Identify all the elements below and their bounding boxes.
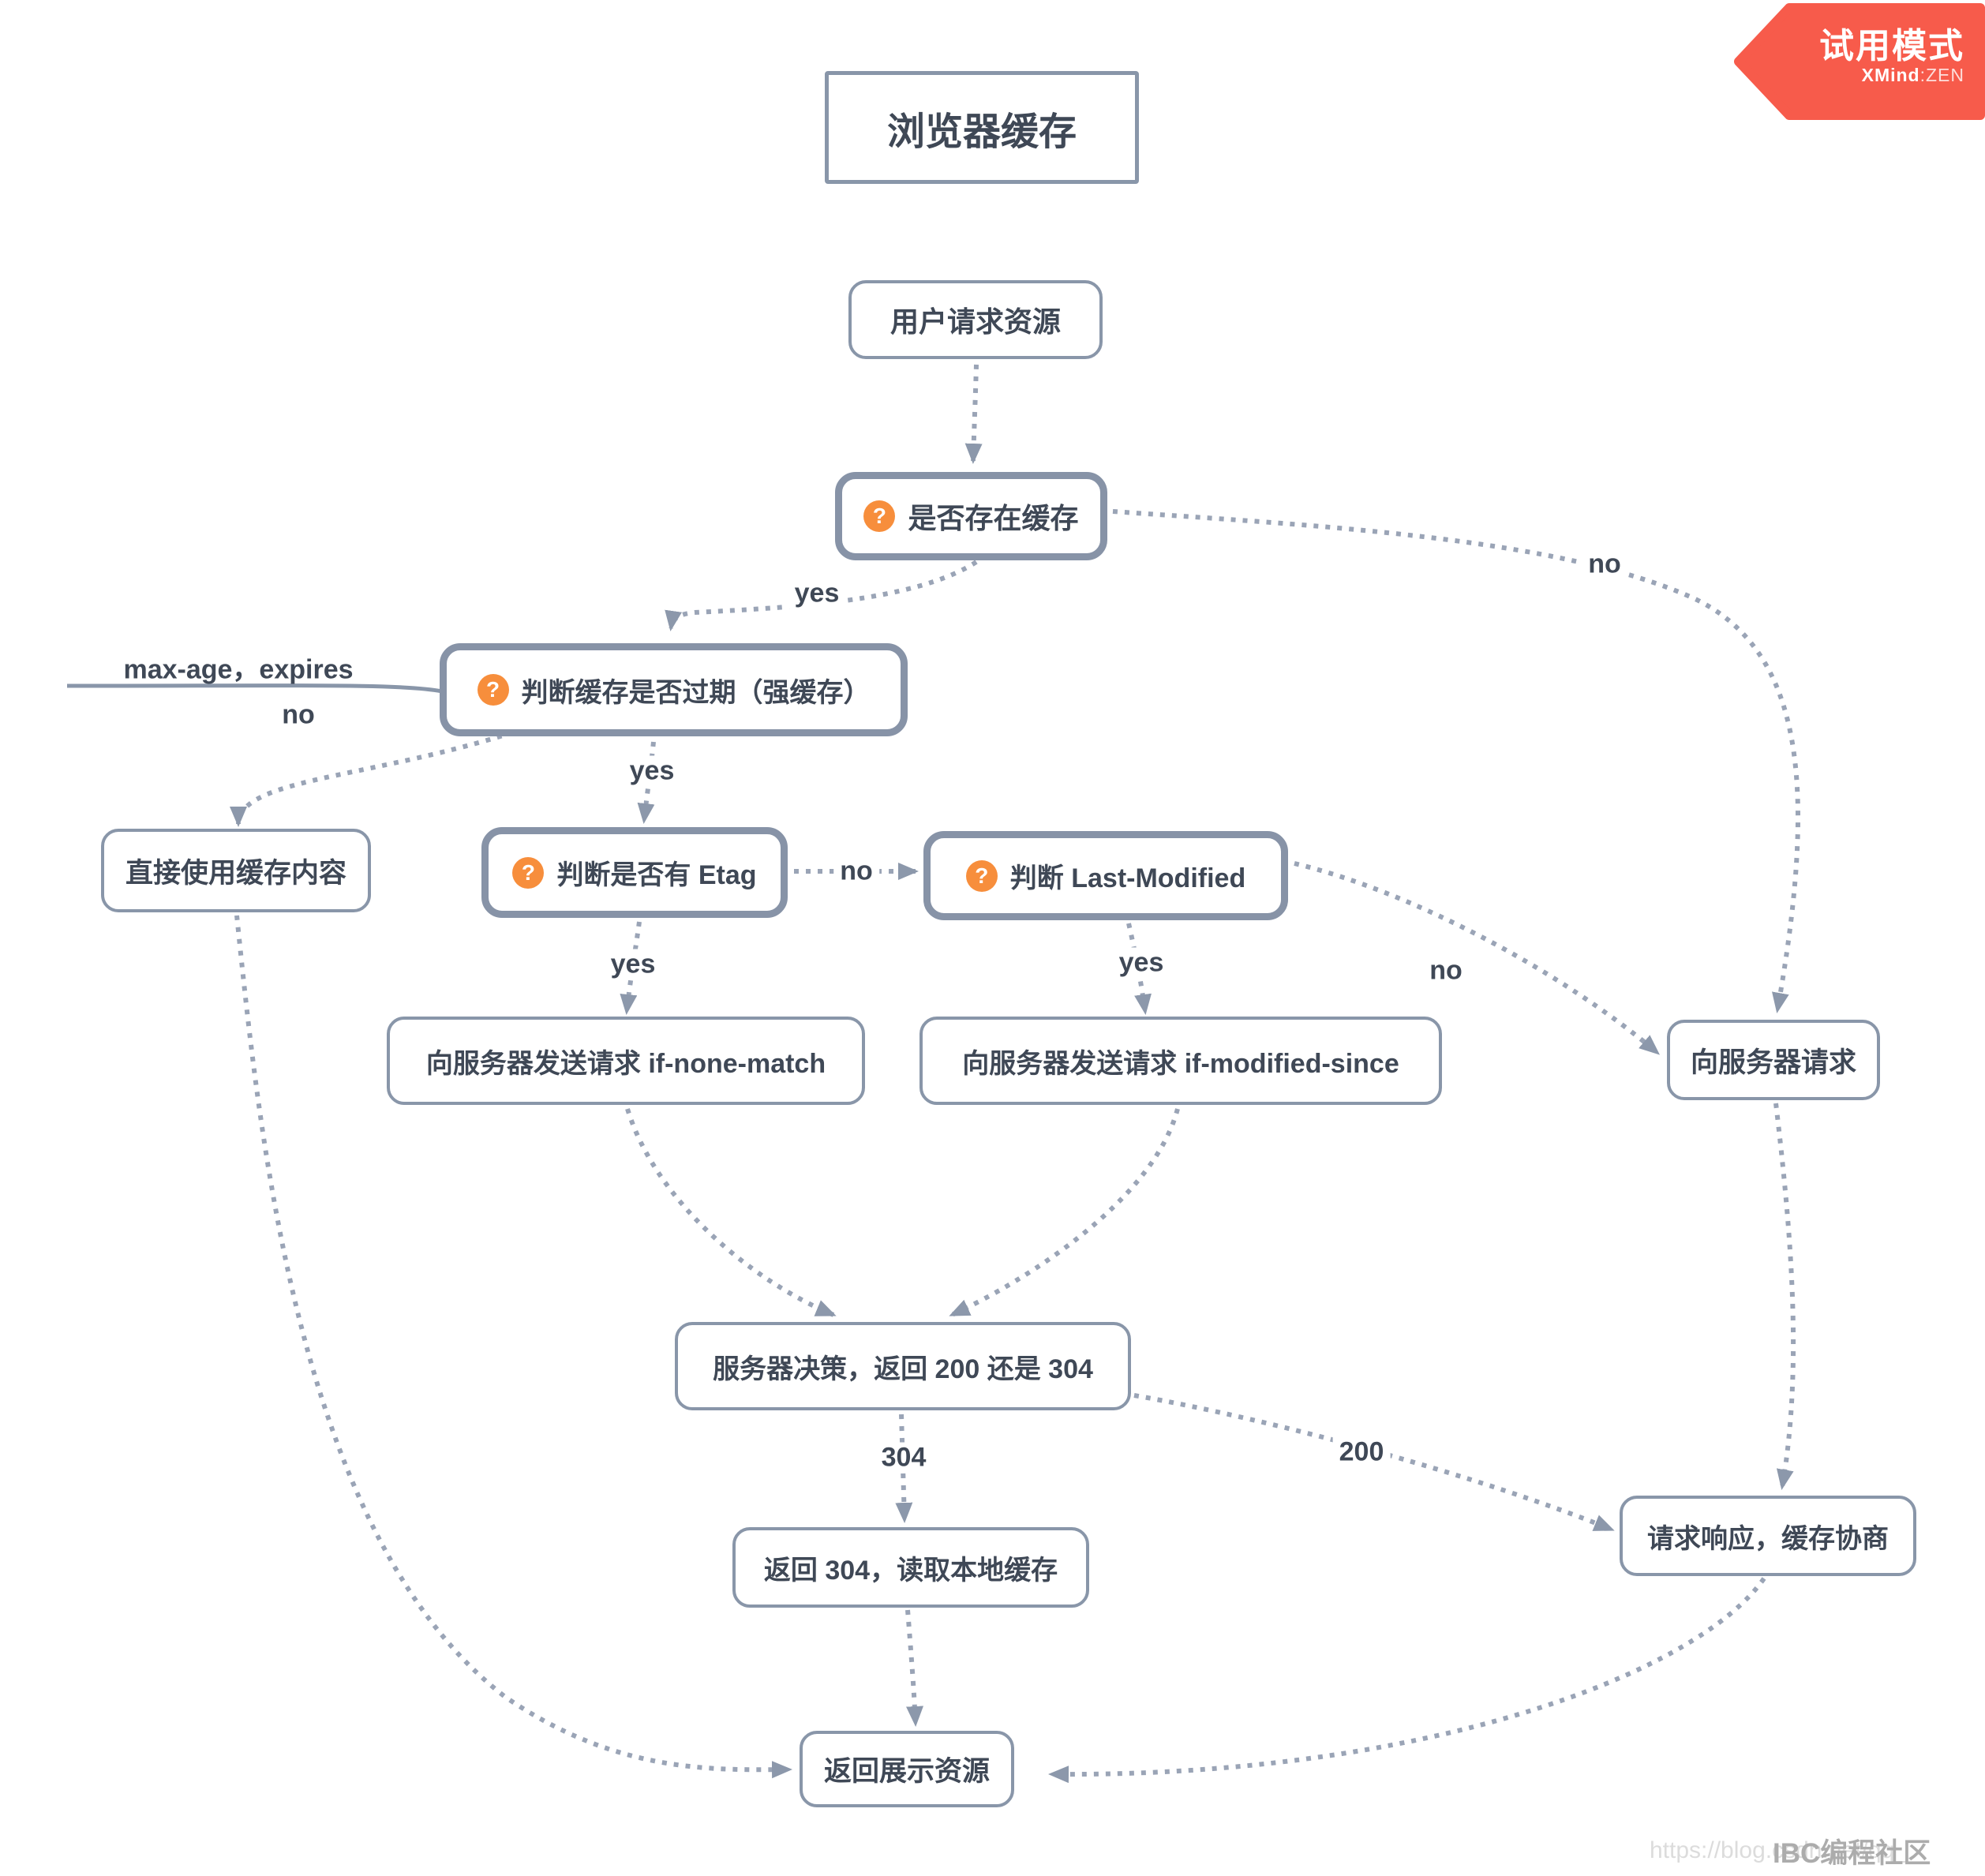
edge-last-modified-no xyxy=(1294,861,1661,1055)
node-server-decision[interactable]: 服务器决策，返回 200 还是 304 xyxy=(675,1322,1131,1410)
edge-label-yes-last-modified[interactable]: yes xyxy=(1112,947,1170,979)
edge-check-expired-no xyxy=(230,730,514,827)
node-central-topic[interactable]: 浏览器缓存 xyxy=(825,71,1139,184)
node-label: 判断 Last-Modified xyxy=(1009,863,1246,893)
edge-user-request-to-cache-exists xyxy=(964,364,983,464)
node-label: 判断缓存是否过期（强缓存） xyxy=(521,677,871,708)
node-label: 返回展示资源 xyxy=(823,1756,990,1787)
edge-request-server-to-negotiate xyxy=(1773,1103,1796,1490)
node-label: 服务器决策，返回 200 还是 304 xyxy=(713,1354,1093,1384)
edge-304-to-resource xyxy=(905,1609,923,1727)
edge-if-modified-since-to-decision xyxy=(949,1108,1180,1317)
edge-negotiate-to-resource xyxy=(1048,1577,1766,1784)
edge-label-200[interactable]: 200 xyxy=(1332,1436,1391,1468)
edge-label-no-last-modified[interactable]: no xyxy=(1423,955,1469,987)
node-label: 向服务器发送请求 if-modified-since xyxy=(962,1048,1399,1079)
node-label: 用户请求资源 xyxy=(890,305,1061,338)
edge-label-max-age-expires[interactable]: max-age，expires xyxy=(123,654,354,685)
node-check-expired[interactable]: ? 判断缓存是否过期（强缓存） xyxy=(440,643,908,736)
node-request-server[interactable]: 向服务器请求 xyxy=(1667,1020,1880,1100)
node-send-if-none-match[interactable]: 向服务器发送请求 if-none-match xyxy=(387,1017,865,1105)
edge-label-yes-cache-exists[interactable]: yes xyxy=(788,578,846,609)
edge-label-yes-expired[interactable]: yes xyxy=(623,755,681,787)
node-use-cache[interactable]: 直接使用缓存内容 xyxy=(101,829,371,912)
node-return-304[interactable]: 返回 304，读取本地缓存 xyxy=(732,1527,1089,1608)
node-return-resource[interactable]: 返回展示资源 xyxy=(800,1731,1014,1807)
node-label: 请求响应，缓存协商 xyxy=(1647,1523,1889,1554)
edge-cache-exists-yes xyxy=(665,560,978,631)
watermark-url: https://blog.csdn.net/qq_ xyxy=(1650,1837,1908,1863)
question-icon: ? xyxy=(863,500,896,532)
edge-label-no-etag[interactable]: no xyxy=(833,856,879,887)
node-label: 返回 304，读取本地缓存 xyxy=(763,1555,1058,1586)
edge-label-304[interactable]: 304 xyxy=(875,1442,933,1473)
node-send-if-modified-since[interactable]: 向服务器发送请求 if-modified-since xyxy=(919,1017,1442,1105)
question-icon: ? xyxy=(512,856,545,889)
xmind-brand-bold: XMind xyxy=(1861,65,1920,85)
trial-badge-label: 试用模式 xyxy=(1819,27,1964,66)
edge-label-no-not-expired[interactable]: no xyxy=(275,699,321,731)
node-check-last-modified[interactable]: ? 判断 Last-Modified xyxy=(923,831,1288,920)
question-icon: ? xyxy=(477,674,509,706)
edge-label-yes-etag[interactable]: yes xyxy=(604,949,662,980)
xmind-brand-light: :ZEN xyxy=(1919,65,1964,85)
xmind-brand: XMind:ZEN xyxy=(1759,65,1964,86)
node-label: 向服务器请求 xyxy=(1690,1047,1856,1078)
watermark-brand: IBC编程社区 xyxy=(1773,1838,1931,1869)
node-label: 浏览器缓存 xyxy=(886,110,1077,153)
node-label: 直接使用缓存内容 xyxy=(125,857,346,889)
node-label: 向服务器发送请求 if-none-match xyxy=(425,1048,826,1079)
callout-max-age-line xyxy=(66,683,443,694)
node-check-etag[interactable]: ? 判断是否有 Etag xyxy=(481,827,788,918)
node-response-negotiate[interactable]: 请求响应，缓存协商 xyxy=(1620,1496,1916,1576)
edge-label-no-cache-exists[interactable]: no xyxy=(1582,549,1627,580)
edge-cache-exists-no xyxy=(1112,509,1800,1013)
node-label: 判断是否有 Etag xyxy=(556,860,757,890)
node-cache-exists[interactable]: ? 是否存在缓存 xyxy=(835,472,1107,560)
trial-badge[interactable]: 试用模式 XMind:ZEN xyxy=(1732,3,1985,120)
question-icon: ? xyxy=(965,859,998,892)
trial-badge-shape xyxy=(1734,3,1985,120)
node-user-request[interactable]: 用户请求资源 xyxy=(848,280,1103,359)
node-label: 是否存在缓存 xyxy=(908,502,1079,534)
edge-use-cache-to-resource xyxy=(234,915,792,1779)
edge-if-none-match-to-decision xyxy=(625,1108,837,1317)
